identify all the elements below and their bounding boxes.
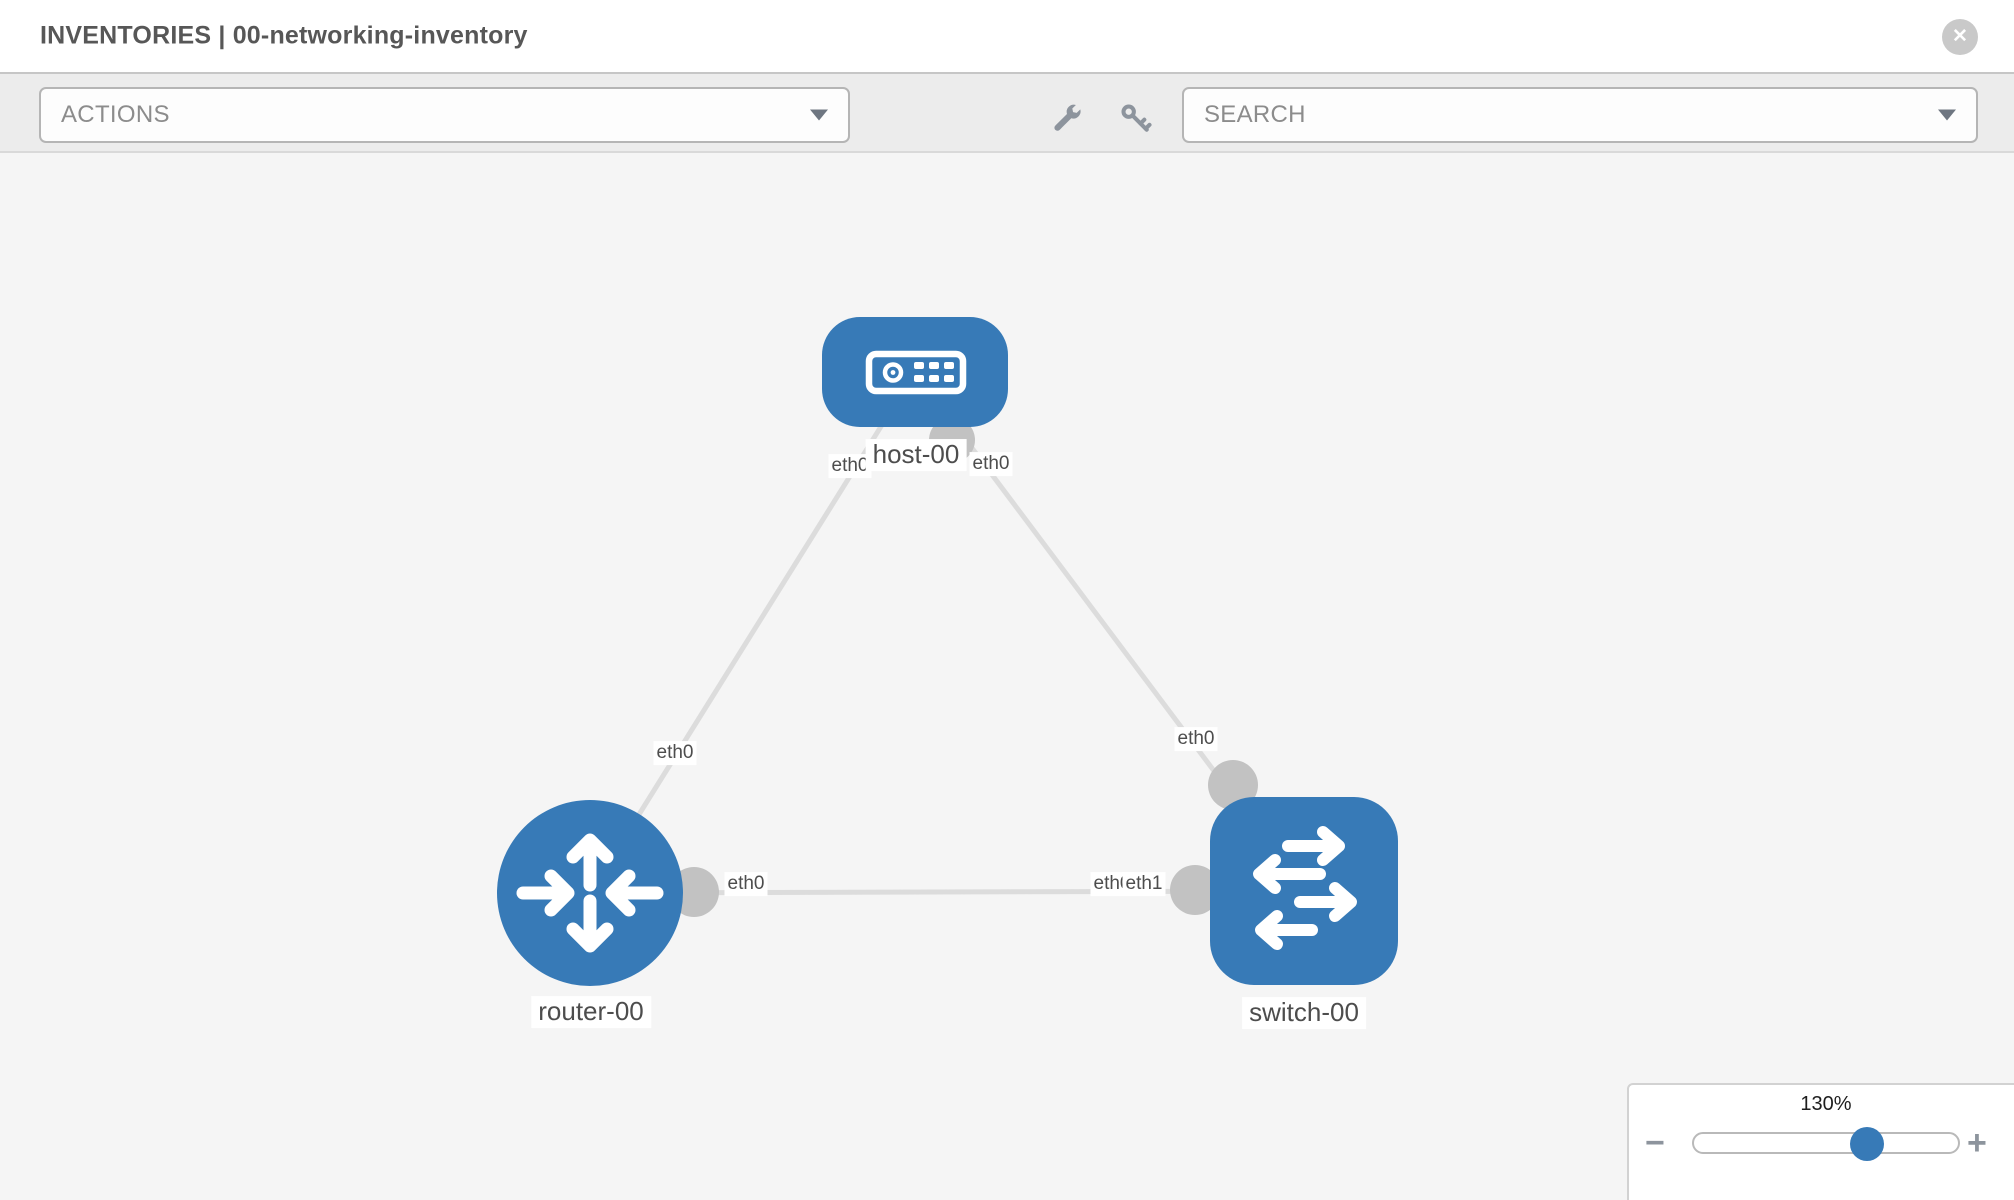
node-router-00[interactable] bbox=[497, 800, 683, 986]
zoom-percent-value: 130% bbox=[1800, 1093, 1852, 1115]
header: INVENTORIES | 00-networking-inventory ✕ bbox=[0, 0, 2014, 72]
router-icon bbox=[516, 833, 664, 953]
zoom-out-button[interactable]: − bbox=[1645, 1115, 1665, 1171]
actions-dropdown-label: ACTIONS bbox=[61, 101, 170, 128]
node-switch-00[interactable] bbox=[1210, 797, 1398, 985]
search-dropdown[interactable]: SEARCH bbox=[1182, 87, 1978, 143]
host-icon bbox=[865, 350, 967, 395]
zoom-in-button[interactable]: + bbox=[1967, 1115, 1987, 1171]
close-button[interactable]: ✕ bbox=[1942, 19, 1978, 55]
credentials-button[interactable] bbox=[1118, 101, 1154, 137]
iface-label: eth0 bbox=[1174, 727, 1218, 751]
iface-label: eth1 bbox=[1122, 872, 1166, 896]
chevron-down-icon bbox=[810, 109, 828, 121]
iface-label: eth0 bbox=[653, 741, 697, 765]
topology-graph bbox=[497, 317, 1398, 986]
close-icon: ✕ bbox=[1952, 26, 1968, 47]
page-title: INVENTORIES | 00-networking-inventory bbox=[40, 21, 528, 50]
node-label-host-00: host-00 bbox=[865, 439, 967, 471]
topology-canvas[interactable]: eth0 host-00 eth0 eth0 eth0 eth0 eth0 et… bbox=[0, 153, 2014, 1200]
interface-connectors bbox=[669, 417, 1258, 917]
zoom-slider-track[interactable] bbox=[1692, 1127, 1960, 1161]
iface-label: eth0 bbox=[828, 454, 872, 478]
actions-dropdown[interactable]: ACTIONS bbox=[39, 87, 850, 143]
connector-switch-mid bbox=[1170, 865, 1220, 915]
key-icon bbox=[1121, 104, 1152, 132]
zoom-control-panel: 130% − + bbox=[1627, 1083, 2014, 1200]
node-host-00[interactable] bbox=[822, 317, 1008, 427]
adhoc-commands-button[interactable] bbox=[1049, 101, 1085, 137]
zoom-slider-handle[interactable] bbox=[1850, 1127, 1884, 1161]
iface-label: eth0 bbox=[724, 872, 768, 896]
minus-icon: − bbox=[1645, 1124, 1665, 1162]
switch-icon bbox=[1253, 826, 1357, 950]
node-label-router-00: router-00 bbox=[531, 996, 651, 1028]
wrench-icon bbox=[1054, 104, 1081, 131]
node-label-switch-00: switch-00 bbox=[1242, 997, 1366, 1029]
connector-switch-top bbox=[1208, 760, 1258, 810]
toolbar: ACTIONS SEARCH bbox=[0, 72, 2014, 153]
chevron-down-icon bbox=[1938, 109, 1956, 121]
search-placeholder: SEARCH bbox=[1204, 101, 1306, 128]
iface-label: eth0 bbox=[969, 452, 1013, 476]
plus-icon: + bbox=[1967, 1124, 1987, 1162]
